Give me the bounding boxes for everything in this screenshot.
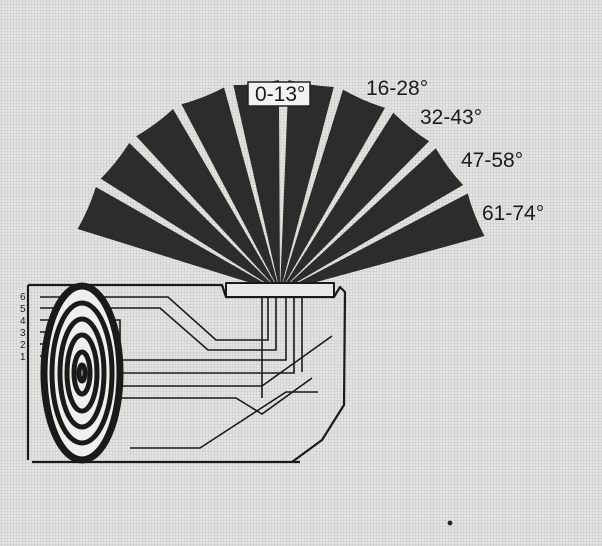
housing-outline: [28, 283, 347, 463]
roll-ring: [57, 316, 107, 430]
angle-label-4: 61-74°: [482, 202, 544, 225]
roll-ring: [76, 362, 88, 384]
roll-ring: [71, 349, 93, 397]
angle-label-3: 47-58°: [461, 149, 523, 172]
channel-label-5: 5: [20, 304, 26, 315]
channel-label-3: 3: [20, 328, 26, 339]
angle-label-2: 32-43°: [420, 106, 482, 129]
channel-label-4: 4: [20, 316, 26, 327]
fan-sector: [285, 193, 485, 291]
fiber-bundle-roll: [40, 282, 124, 464]
scan-speck: [447, 520, 453, 526]
fiber-path-6: [40, 296, 269, 341]
fan-sector: [280, 80, 334, 287]
angle-label-0-box: [247, 81, 311, 107]
fan-sector: [233, 80, 280, 287]
detector-housing: [26, 282, 347, 464]
roll-ring: [49, 300, 115, 446]
fan-sector: [283, 112, 430, 288]
fiber-path-5: [40, 298, 277, 351]
roll-ring: [40, 282, 124, 464]
angle-labels: 0-13° 16-28° 32-43° 47-58° 61-74°: [247, 77, 544, 225]
channel-label-6: 6: [20, 292, 26, 303]
angular-sector-fan: [77, 80, 485, 291]
angle-label-1: 16-28°: [366, 77, 428, 100]
channel-label-1: 1: [20, 352, 26, 363]
fan-sector: [281, 89, 386, 287]
channel-label-2: 2: [20, 340, 26, 351]
roll-ring: [64, 332, 100, 414]
fan-sector: [284, 148, 464, 289]
fiber-path-lower: [130, 391, 318, 449]
fan-sector: [77, 186, 275, 291]
fan-sector: [100, 142, 276, 289]
fan-sector: [181, 87, 279, 287]
fan-sector: [136, 108, 277, 288]
angle-label-0: 0-13°: [255, 83, 305, 106]
channel-labels: 6 5 4 3 2 1: [20, 292, 26, 363]
detector-slot: [225, 282, 335, 298]
